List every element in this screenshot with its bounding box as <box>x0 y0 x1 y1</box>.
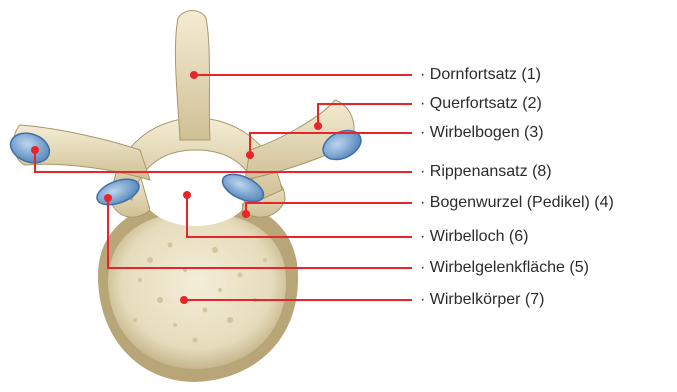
label-rippenansatz: · Rippenansatz (8) <box>420 163 552 181</box>
label-querfortsatz: · Querfortsatz (2) <box>420 95 542 113</box>
label-bogenwurzel: · Bogenwurzel (Pedikel) (4) <box>420 194 614 212</box>
label-wirbelkoerper: · Wirbelkörper (7) <box>420 291 544 309</box>
label-wirbelgelenkflaeche: · Wirbelgelenkfläche (5) <box>420 259 589 277</box>
label-dornfortsatz: · Dornfortsatz (1) <box>420 66 541 84</box>
label-wirbelloch: · Wirbelloch (6) <box>420 228 528 246</box>
leader-dornfortsatz <box>190 71 412 79</box>
label-wirbelbogen: · Wirbelbogen (3) <box>420 124 544 142</box>
